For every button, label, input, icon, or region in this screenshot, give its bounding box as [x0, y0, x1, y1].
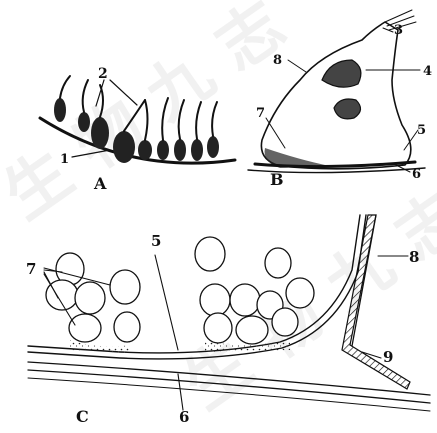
- panel-c-hatched-wall: [342, 215, 410, 389]
- panel-a-leader-1: [72, 150, 110, 157]
- panel-c-granules: [46, 237, 314, 344]
- hair-cell: [174, 100, 186, 161]
- granule: [200, 284, 230, 316]
- granule: [69, 314, 101, 342]
- panel-b-nucleus-upper: [322, 60, 361, 87]
- panel-c-label: C: [76, 407, 89, 426]
- panel-a-label: A: [93, 174, 107, 193]
- hair-cell: [54, 76, 70, 122]
- granule: [272, 308, 298, 336]
- panel-c-number-6: 6: [179, 408, 189, 426]
- panel-b-number-3: 3: [394, 23, 403, 38]
- panel-b-number-5: 5: [417, 123, 426, 138]
- panel-a-number-1: 1: [60, 152, 69, 167]
- granule: [265, 248, 291, 278]
- panel-a: 2 1 A: [40, 66, 235, 193]
- granule: [75, 282, 105, 314]
- hair-cell: [78, 80, 90, 132]
- panel-a-membrane: [40, 118, 235, 163]
- panel-a-cells: [54, 76, 219, 163]
- granule: [114, 312, 140, 342]
- hair-cell: [157, 98, 169, 160]
- panel-b-number-8: 8: [273, 53, 282, 68]
- panel-a-number-2: 2: [98, 66, 108, 82]
- panel-b-number-7: 7: [256, 106, 265, 121]
- panel-b-number-4: 4: [423, 64, 432, 79]
- granule: [236, 316, 268, 344]
- panel-c: 7 5 8 9 6 C: [26, 215, 430, 426]
- granule: [204, 313, 232, 343]
- panel-b: 3 8 4 7 5 6 B: [248, 10, 432, 189]
- panel-c-layer-6b: [28, 370, 430, 403]
- hair-cell: [191, 102, 203, 161]
- hair-cell: [207, 102, 219, 158]
- panel-c-number-8: 8: [409, 248, 419, 266]
- granule: [110, 270, 140, 304]
- panel-c-number-7: 7: [26, 260, 36, 278]
- panel-c-number-9: 9: [383, 348, 393, 366]
- granule: [286, 278, 314, 308]
- granule: [195, 237, 225, 271]
- panel-a-leader-2b: [110, 80, 137, 105]
- panel-b-nucleus-lower: [334, 99, 361, 119]
- panel-b-label: B: [270, 170, 284, 189]
- granule: [230, 284, 260, 316]
- panel-b-number-6: 6: [412, 167, 421, 182]
- panel-c-number-5: 5: [151, 232, 161, 250]
